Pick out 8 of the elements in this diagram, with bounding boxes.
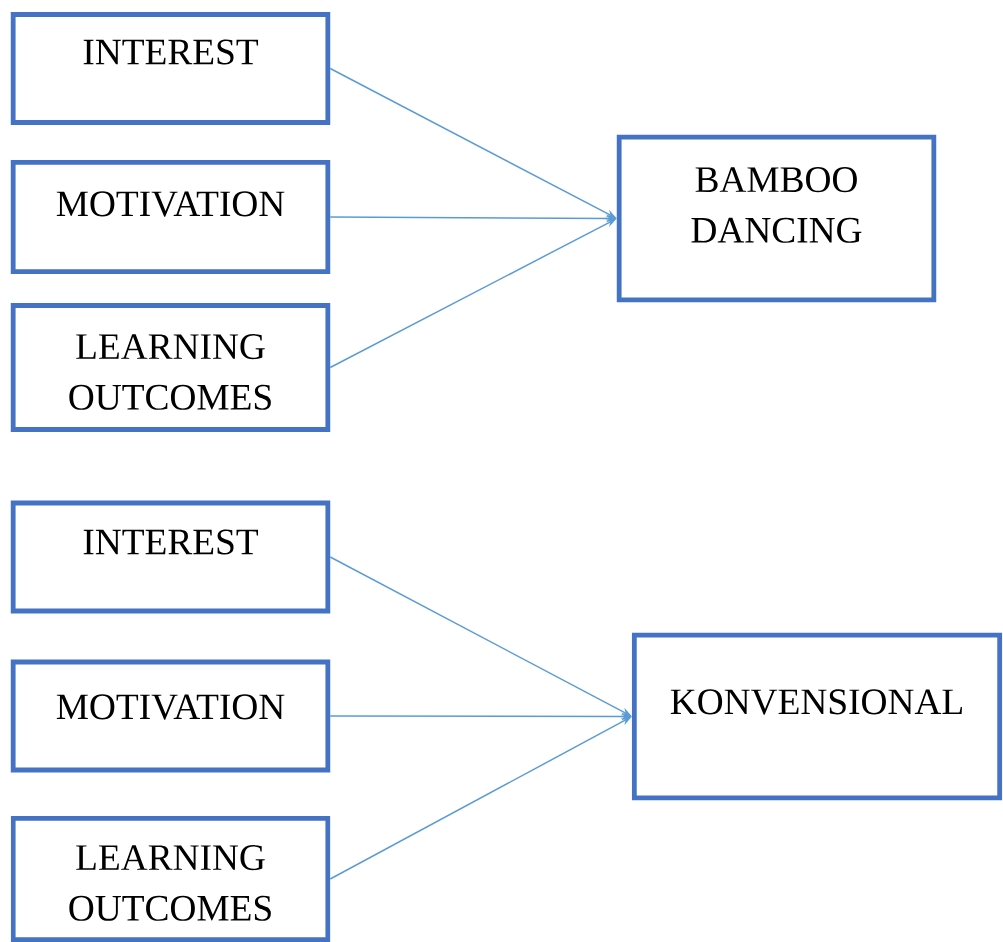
process-box: LEARNING OUTCOMES <box>10 815 331 942</box>
process-box: MOTIVATION <box>10 159 331 275</box>
process-box: BAMBOO DANCING <box>616 134 937 303</box>
process-box: INTEREST <box>10 12 331 125</box>
process-box: KONVENSIONAL <box>631 632 1003 801</box>
process-box: LEARNING OUTCOMES <box>10 303 331 432</box>
process-box: MOTIVATION <box>10 659 331 773</box>
process-box: INTEREST <box>10 500 331 614</box>
